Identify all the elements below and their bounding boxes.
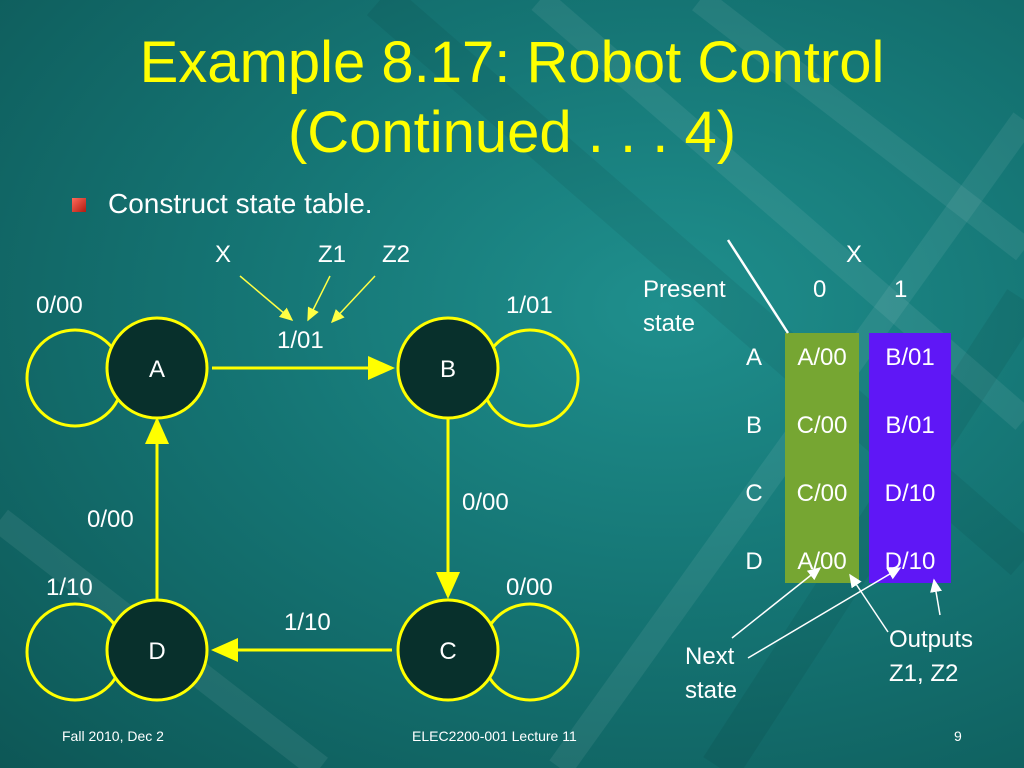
state-label-a: A bbox=[149, 356, 165, 383]
edge-label-d-self: 1/10 bbox=[46, 574, 93, 601]
state-node-a bbox=[105, 316, 209, 420]
bullet-text: Construct state table. bbox=[108, 188, 373, 219]
state-node-b bbox=[396, 316, 500, 420]
footer-page-number: 9 bbox=[954, 728, 962, 744]
edge-label-c-self: 0/00 bbox=[506, 574, 553, 601]
slide-title-line-1: Example 8.17: Robot Control bbox=[139, 30, 885, 95]
state-node-d bbox=[105, 598, 209, 702]
present-state-c: C bbox=[745, 480, 763, 507]
footer-date: Fall 2010, Dec 2 bbox=[62, 728, 164, 744]
state-label-b: B bbox=[440, 356, 456, 383]
present-state-label-1: Present bbox=[643, 276, 726, 303]
present-state-column: A B C D bbox=[734, 344, 774, 584]
edge-label-b-self: 1/01 bbox=[506, 292, 553, 319]
state-label-d: D bbox=[148, 638, 165, 665]
next-state-column-bg bbox=[785, 333, 859, 583]
cell-b-x0: C/00 bbox=[796, 412, 848, 439]
z1-pointer-line bbox=[307, 275, 331, 322]
table-input-header: X bbox=[846, 241, 863, 268]
next-state-label-1: Next bbox=[685, 643, 735, 670]
state-diagram: A B D C bbox=[25, 275, 580, 702]
label-x: X bbox=[215, 241, 232, 268]
slide-title-line-2: (Continued . . . 4) bbox=[287, 100, 737, 165]
z2-pointer-line bbox=[330, 275, 376, 324]
bullet-square-icon bbox=[72, 198, 86, 212]
next-state-pointer-2 bbox=[747, 567, 902, 659]
edge-label-d-to-a: 0/00 bbox=[87, 506, 134, 533]
edge-label-b-to-c: 0/00 bbox=[462, 489, 509, 516]
edge-label-a-to-b: 1/01 bbox=[277, 327, 324, 354]
edge-label-a-self: 0/00 bbox=[36, 292, 83, 319]
present-state-b: B bbox=[745, 412, 762, 439]
cell-a-x1: B/01 bbox=[885, 344, 935, 371]
column-header-0: 0 bbox=[813, 276, 827, 303]
footer-course: ELEC2200-001 Lecture 11 bbox=[412, 728, 577, 744]
cell-d-x0: A/00 bbox=[797, 548, 847, 575]
cell-a-x0: A/00 bbox=[797, 344, 847, 371]
outputs-pointer-2 bbox=[930, 578, 942, 616]
edge-label-c-to-d: 1/10 bbox=[284, 609, 331, 636]
next-state-label-2: state bbox=[685, 677, 738, 704]
cell-c-x1: D/10 bbox=[884, 480, 936, 507]
table-header-diagonal bbox=[726, 239, 790, 334]
state-table-graphics bbox=[726, 239, 951, 659]
cell-b-x1: B/01 bbox=[885, 412, 935, 439]
label-z1: Z1 bbox=[318, 241, 347, 268]
next-state-pointer-1 bbox=[731, 567, 822, 639]
x0-column: A/00 C/00 C/00 A/00 bbox=[785, 344, 859, 584]
state-label-c: C bbox=[439, 638, 456, 665]
cell-d-x1: D/10 bbox=[884, 548, 936, 575]
outputs-label-2: Z1, Z2 bbox=[889, 660, 959, 687]
present-state-a: A bbox=[745, 344, 762, 371]
column-header-1: 1 bbox=[894, 276, 908, 303]
output-column-bg bbox=[869, 333, 951, 583]
outputs-pointer-1 bbox=[849, 573, 889, 633]
x1-column: B/01 B/01 D/10 D/10 bbox=[869, 344, 951, 584]
state-node-c bbox=[396, 598, 500, 702]
cell-c-x0: C/00 bbox=[796, 480, 848, 507]
present-state-d: D bbox=[745, 548, 763, 575]
label-z2: Z2 bbox=[382, 241, 411, 268]
present-state-label-2: state bbox=[643, 310, 696, 337]
outputs-label-1: Outputs bbox=[889, 626, 974, 653]
x-pointer-line bbox=[239, 275, 294, 321]
